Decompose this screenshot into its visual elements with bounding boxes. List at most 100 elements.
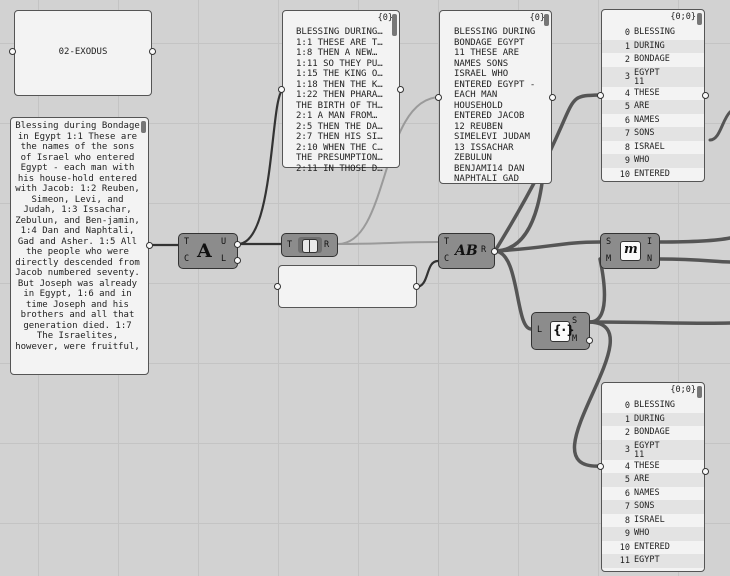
list-item-value: BONDAGE <box>634 427 670 437</box>
output-grip[interactable] <box>149 48 156 55</box>
output-port-s[interactable]: S <box>572 316 578 326</box>
panel-line: 2:1 A MAN FROM… <box>296 111 378 121</box>
panel-line: THE BIRTH OF TH… <box>296 100 383 111</box>
output-grip[interactable] <box>234 241 241 248</box>
wire <box>588 320 730 326</box>
output-grip[interactable] <box>146 242 153 249</box>
list-item-value: DURING <box>634 413 665 424</box>
scrollbar[interactable] <box>544 14 549 26</box>
list-item-value: EGYPT 11 <box>634 67 660 87</box>
panel-line: ENTERED JACOB <box>454 111 525 121</box>
list-item-value: EGYPT <box>634 555 660 565</box>
empty-panel[interactable] <box>278 265 417 308</box>
panel-line: HOUSEHOLD <box>454 100 503 111</box>
list-item-index: 3 <box>624 444 630 455</box>
input-grip[interactable] <box>9 48 16 55</box>
input-port-m[interactable]: M <box>606 254 612 264</box>
output-grip[interactable] <box>702 468 709 475</box>
panel-line: THE PRESUMPTION… <box>296 153 383 163</box>
output-port-i[interactable]: I <box>647 237 653 247</box>
panel-line: 13 ISSACHAR <box>454 142 514 153</box>
output-grip[interactable] <box>702 92 709 99</box>
input-grip[interactable] <box>278 86 285 93</box>
panel-line: ISRAEL WHO <box>454 69 509 79</box>
output-grip[interactable] <box>549 94 556 101</box>
create-set-component[interactable]: L {·} S M <box>531 312 590 350</box>
group-label-panel[interactable]: 02-EXODUS <box>14 10 152 96</box>
panel-line: ZEBULUN <box>454 153 492 163</box>
list-item-value: ENTERED <box>634 168 670 179</box>
text-split-component[interactable]: T R <box>281 233 338 257</box>
input-grip[interactable] <box>435 94 442 101</box>
path-index: {0} <box>529 13 545 23</box>
member-index-component[interactable]: S M m I N <box>600 233 660 269</box>
component-body <box>194 237 220 265</box>
panel-line: 12 REUBEN <box>454 121 503 132</box>
output-grip[interactable] <box>234 257 241 264</box>
member-icon-glyph: m <box>624 242 638 257</box>
panel-line: NAPHTALI GAD <box>454 174 520 184</box>
output-port-r[interactable]: R <box>324 240 330 250</box>
panel-line: EACH MAN <box>454 90 498 100</box>
component-body <box>453 237 480 265</box>
panel-line: 11 THESE ARE <box>454 48 520 58</box>
input-grip[interactable] <box>274 283 281 290</box>
output-grip[interactable] <box>586 337 593 344</box>
scrollbar[interactable] <box>141 121 146 133</box>
list-item-value: SONS <box>634 128 655 138</box>
input-port-t[interactable]: T <box>287 240 293 250</box>
output-grip[interactable] <box>397 86 404 93</box>
output-port-u[interactable]: U <box>221 237 227 247</box>
input-port-t[interactable]: T <box>184 237 190 247</box>
input-port-s[interactable]: S <box>606 237 612 247</box>
wire <box>493 249 533 331</box>
panel-line: BLESSING DURING… <box>296 27 383 37</box>
panel-line: ENTERED EGYPT - <box>454 79 536 90</box>
path-index: {0;0} <box>670 12 696 22</box>
scrollbar[interactable] <box>697 386 702 398</box>
input-port-c[interactable]: C <box>184 254 190 264</box>
source-text-panel[interactable]: Blessing during Bondage in Egypt 1:1 The… <box>10 117 149 375</box>
list-item-index: 1 <box>624 414 630 425</box>
list-item-value: ARE <box>634 474 650 484</box>
input-port-l[interactable]: L <box>537 325 543 335</box>
list-item-index: 2 <box>624 55 630 65</box>
set-icon: {·} <box>550 321 575 342</box>
list-item-index: 7 <box>624 129 630 139</box>
input-grip[interactable] <box>597 92 604 99</box>
list-item: 7 SONS <box>602 127 704 141</box>
input-port-t[interactable]: T <box>444 237 450 247</box>
list-item-value: ARE <box>634 101 650 111</box>
input-grip[interactable] <box>597 463 604 470</box>
scrollbar[interactable] <box>697 13 702 25</box>
input-port-c[interactable]: C <box>444 254 450 264</box>
list-item-index: 10 <box>619 542 630 553</box>
text-replace-component[interactable]: T C AB R <box>438 233 495 269</box>
output-port-n[interactable]: N <box>647 254 653 264</box>
case-icon: A <box>197 240 212 262</box>
scrollbar[interactable] <box>392 14 397 36</box>
text-case-component[interactable]: T C A U L <box>178 233 238 269</box>
output-grip[interactable] <box>413 283 420 290</box>
member-icon: m <box>620 241 641 261</box>
output-grip[interactable] <box>491 248 498 255</box>
list-item-index: 4 <box>624 88 630 99</box>
list-item-index: 11 <box>619 556 630 566</box>
output-port-m[interactable]: M <box>572 334 578 344</box>
group-label: 02-EXODUS <box>58 47 108 57</box>
output-port-l[interactable]: L <box>221 254 227 264</box>
output-port-r[interactable]: R <box>481 245 487 255</box>
split-text-panel[interactable]: {0} BLESSING DURING…1:1 THESE ARE T…1:8 … <box>282 10 400 174</box>
